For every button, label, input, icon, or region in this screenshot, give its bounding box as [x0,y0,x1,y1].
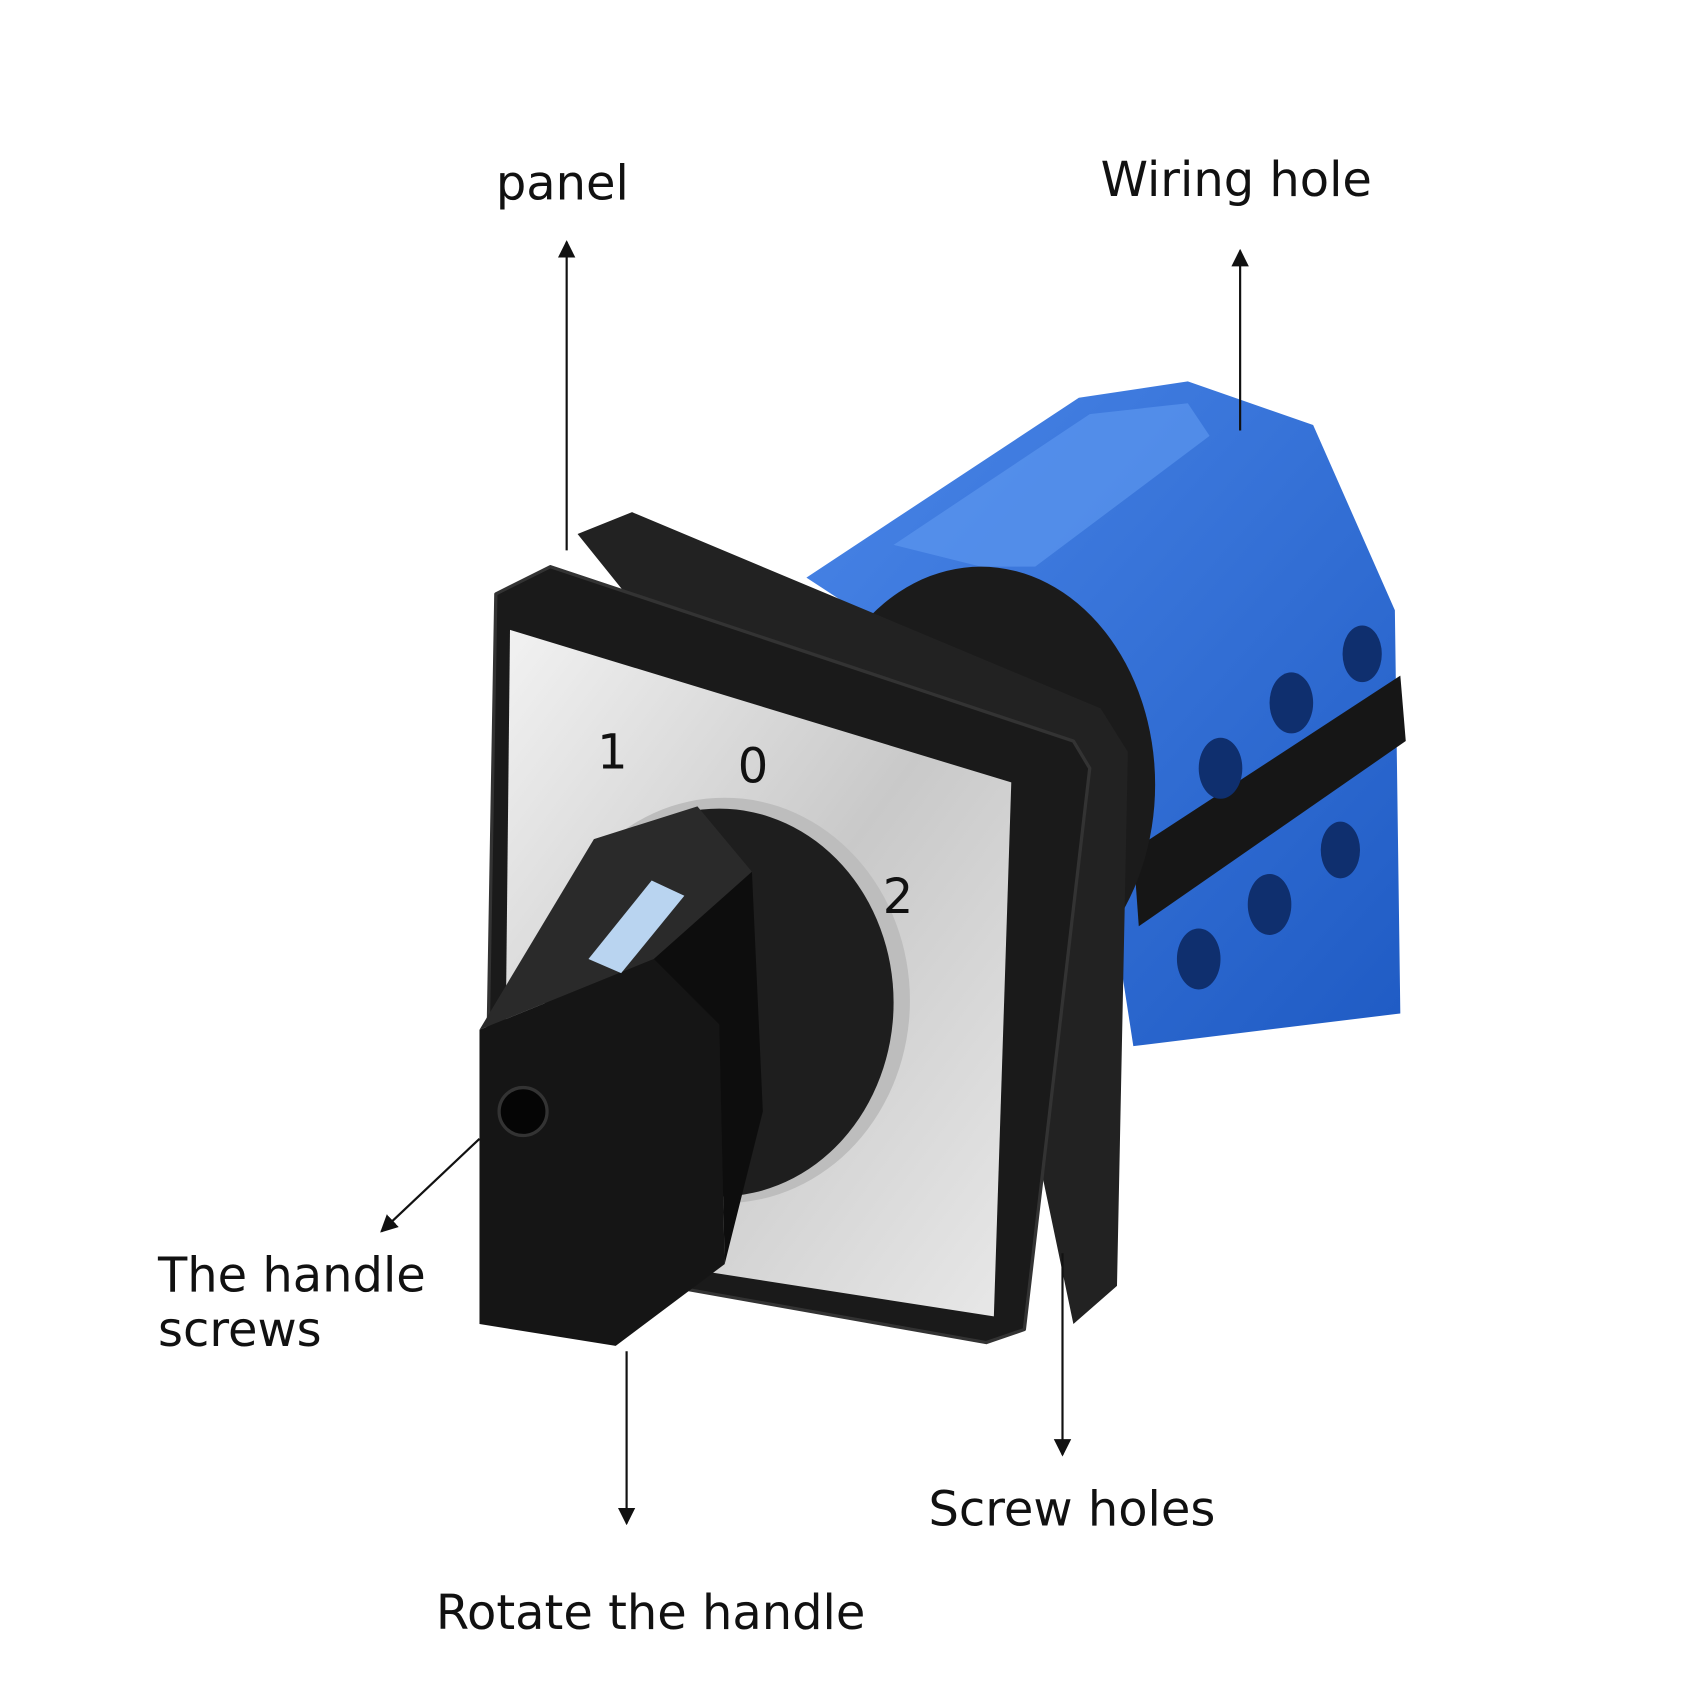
label-screw-holes: Screw holes [928,1483,1215,1538]
label-handle-screws-line2: screws [158,1303,322,1358]
label-panel: panel [496,156,629,211]
indicator-stripe [588,880,685,974]
label-handle-screws-line1: The handle [157,1248,426,1303]
position-2: 2 [883,870,913,925]
handle-screws-arrow [380,1137,481,1233]
rotate-handle[interactable] [479,806,763,1346]
handle-screw-hole [497,1085,549,1138]
position-0: 0 [738,739,769,794]
wiring-holes [1176,625,1382,990]
terminal-label-band [1133,675,1406,927]
position-1: 1 [597,725,627,780]
label-wiring-hole: Wiring hole [1101,153,1372,208]
label-rotate-handle: Rotate the handle [436,1586,865,1641]
